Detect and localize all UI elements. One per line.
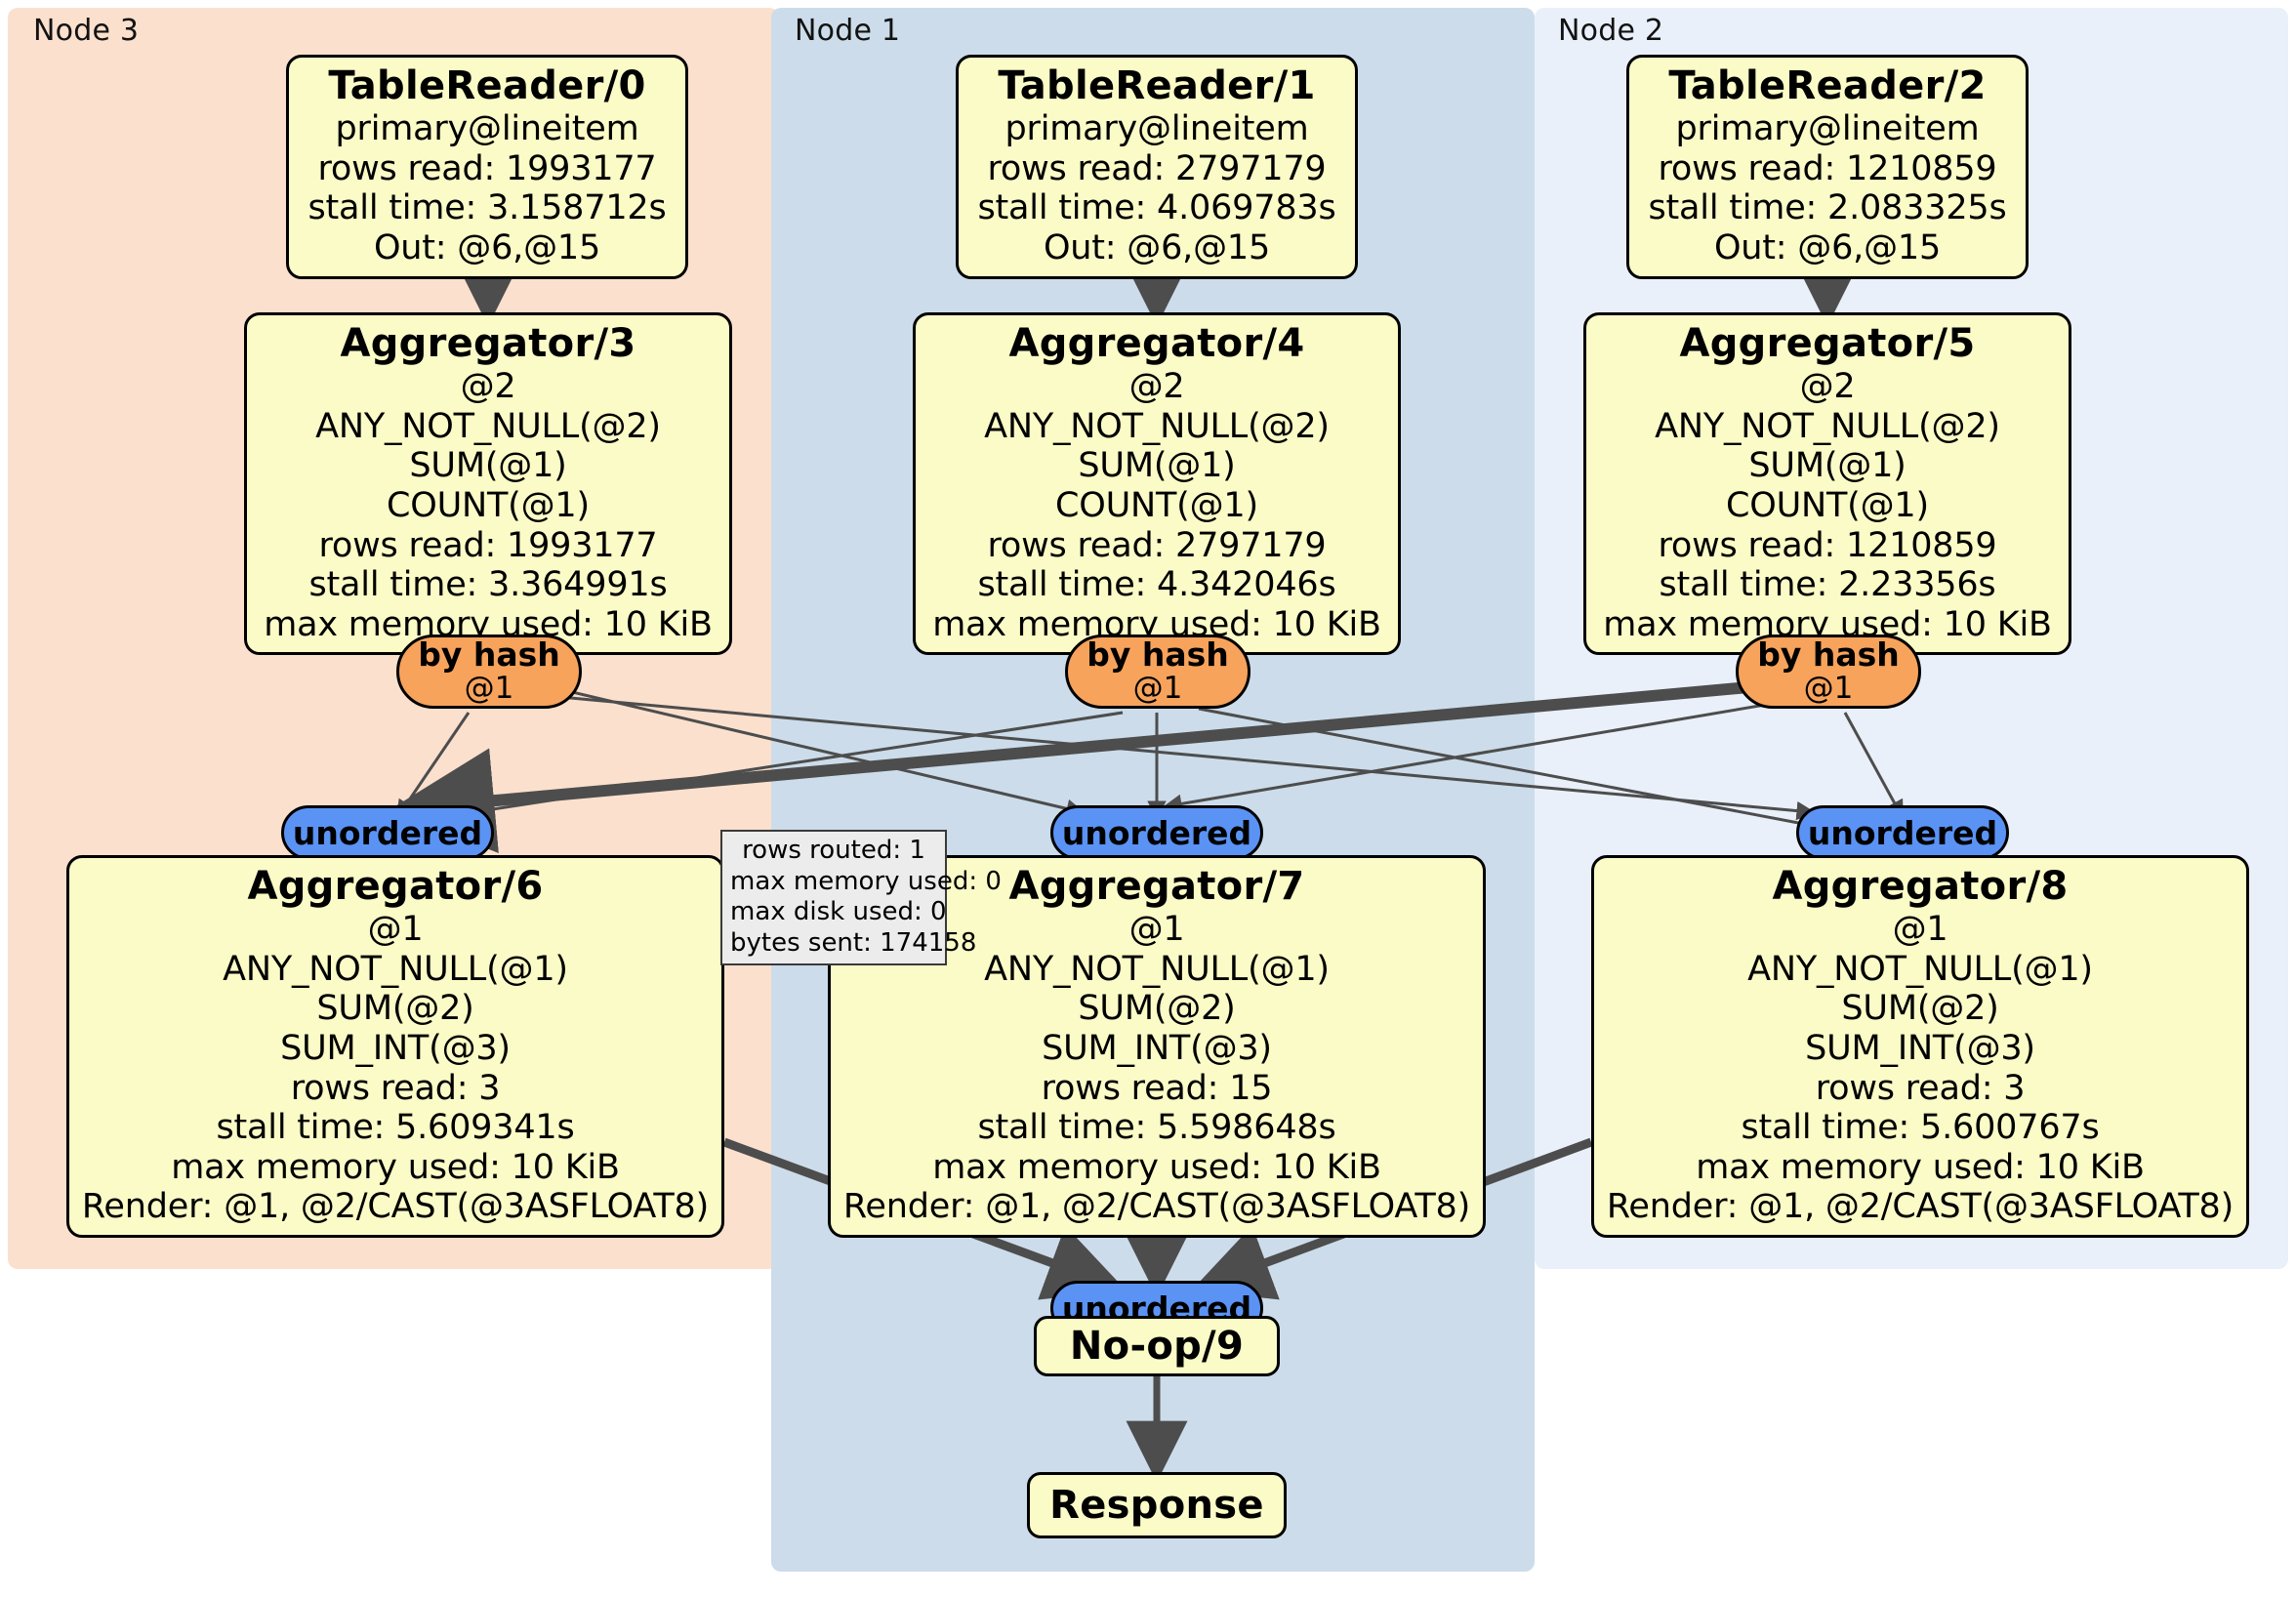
tooltip-line: bytes sent: 174158 xyxy=(730,928,977,959)
node-detail-line: Render: @1, @2/CAST(@3ASFLOAT8) xyxy=(842,1187,1471,1227)
node-aggregator-4[interactable]: Aggregator/4 @2 ANY_NOT_NULL(@2) SUM(@1)… xyxy=(913,312,1401,656)
node-detail-line: primary@lineitem xyxy=(335,109,639,149)
node-detail-line: COUNT(@1) xyxy=(1726,485,1929,525)
node-detail-line: SUM(@2) xyxy=(1841,989,1999,1029)
node-detail-line: ANY_NOT_NULL(@2) xyxy=(315,406,661,446)
node-detail-line: @2 xyxy=(1799,367,1856,407)
node-detail-line: rows read: 3 xyxy=(290,1068,501,1108)
node-title: Response xyxy=(1049,1483,1264,1528)
stream-label: unordered xyxy=(1061,813,1252,852)
node-tablereader-0[interactable]: TableReader/0 primary@lineitem rows read… xyxy=(286,55,688,279)
node-detail-line: rows read: 15 xyxy=(1041,1068,1273,1108)
node-title: TableReader/1 xyxy=(998,63,1316,108)
node-detail-line: rows read: 1993177 xyxy=(318,525,658,565)
node-title: Aggregator/7 xyxy=(1008,864,1305,909)
node-detail-line: Render: @1, @2/CAST(@3ASFLOAT8) xyxy=(1606,1187,2234,1227)
node-detail-line: @2 xyxy=(460,367,516,407)
stream-label: unordered xyxy=(1807,813,1998,852)
stream-unordered-right[interactable]: unordered xyxy=(1796,805,2009,860)
router-by-hash-4[interactable]: by hash @1 xyxy=(1065,635,1250,709)
router-type-label: by hash xyxy=(418,635,560,675)
node-detail-line: ANY_NOT_NULL(@2) xyxy=(984,406,1330,446)
node-detail-line: rows read: 2797179 xyxy=(987,148,1327,188)
router-column-label: @1 xyxy=(464,671,514,707)
node-detail-line: SUM(@2) xyxy=(316,989,474,1029)
node-detail-line: stall time: 2.083325s xyxy=(1648,188,2007,228)
router-type-label: by hash xyxy=(1086,635,1229,675)
node-aggregator-3[interactable]: Aggregator/3 @2 ANY_NOT_NULL(@2) SUM(@1)… xyxy=(244,312,732,656)
node-detail-line: rows read: 1210859 xyxy=(1658,148,1997,188)
node-detail-line: SUM_INT(@3) xyxy=(1805,1028,2035,1068)
node-title: TableReader/2 xyxy=(1668,63,1987,108)
node-title: Aggregator/5 xyxy=(1679,321,1976,366)
node-title: Aggregator/8 xyxy=(1772,864,2069,909)
node-detail-line: COUNT(@1) xyxy=(1055,485,1258,525)
node-detail-line: stall time: 3.158712s xyxy=(308,188,667,228)
node-title: TableReader/0 xyxy=(328,63,646,108)
node-detail-line: Render: @1, @2/CAST(@3ASFLOAT8) xyxy=(81,1187,710,1227)
node-title: Aggregator/4 xyxy=(1008,321,1305,366)
node-detail-line: Out: @6,@15 xyxy=(373,227,601,267)
node-detail-line: rows read: 1210859 xyxy=(1658,525,1997,565)
node-detail-line: COUNT(@1) xyxy=(387,485,590,525)
node-detail-line: max memory used: 10 KiB xyxy=(1696,1147,2145,1187)
node-detail-line: primary@lineitem xyxy=(1004,109,1309,149)
node-detail-line: primary@lineitem xyxy=(1675,109,1980,149)
tooltip-line: max memory used: 0 xyxy=(730,866,1002,896)
router-by-hash-3[interactable]: by hash @1 xyxy=(396,635,582,709)
node-detail-line: SUM(@1) xyxy=(409,446,567,486)
node-detail-line: @1 xyxy=(367,910,424,950)
tooltip-line: rows routed: 1 xyxy=(742,836,925,865)
node-detail-line: @1 xyxy=(1892,910,1948,950)
node-detail-line: max memory used: 10 KiB xyxy=(932,1147,1381,1187)
node-panel-label-node3: Node 3 xyxy=(33,14,140,48)
node-detail-line: stall time: 3.364991s xyxy=(308,565,668,605)
node-detail-line: SUM(@1) xyxy=(1078,446,1236,486)
node-detail-line: rows read: 3 xyxy=(1815,1068,2026,1108)
node-detail-line: stall time: 5.600767s xyxy=(1741,1108,2100,1148)
node-detail-line: @2 xyxy=(1128,367,1185,407)
node-detail-line: ANY_NOT_NULL(@1) xyxy=(223,949,568,989)
node-detail-line: stall time: 5.609341s xyxy=(216,1108,575,1148)
node-title: No-op/9 xyxy=(1069,1324,1245,1369)
tooltip-line: max disk used: 0 xyxy=(730,897,947,927)
router-by-hash-5[interactable]: by hash @1 xyxy=(1736,635,1921,709)
node-panel-label-node2: Node 2 xyxy=(1558,14,1664,48)
node-detail-line: SUM(@2) xyxy=(1078,989,1236,1029)
node-detail-line: rows read: 1993177 xyxy=(317,148,657,188)
node-detail-line: stall time: 4.342046s xyxy=(977,565,1336,605)
node-detail-line: ANY_NOT_NULL(@1) xyxy=(1747,949,2093,989)
node-tablereader-2[interactable]: TableReader/2 primary@lineitem rows read… xyxy=(1626,55,2029,279)
node-detail-line: Out: @6,@15 xyxy=(1713,227,1942,267)
node-aggregator-8[interactable]: Aggregator/8 @1 ANY_NOT_NULL(@1) SUM(@2)… xyxy=(1591,855,2249,1238)
node-detail-line: SUM(@1) xyxy=(1748,446,1906,486)
node-noop-9[interactable]: No-op/9 xyxy=(1034,1316,1280,1376)
node-detail-line: Out: @6,@15 xyxy=(1043,227,1271,267)
node-detail-line: stall time: 4.069783s xyxy=(977,188,1336,228)
node-detail-line: SUM_INT(@3) xyxy=(280,1028,511,1068)
router-type-label: by hash xyxy=(1757,635,1900,675)
stream-label: unordered xyxy=(292,813,483,852)
node-aggregator-6[interactable]: Aggregator/6 @1 ANY_NOT_NULL(@1) SUM(@2)… xyxy=(66,855,724,1238)
node-detail-line: rows read: 2797179 xyxy=(987,525,1327,565)
node-detail-line: stall time: 2.23356s xyxy=(1659,565,1996,605)
node-response[interactable]: Response xyxy=(1027,1472,1287,1538)
node-title: Aggregator/6 xyxy=(247,864,544,909)
node-detail-line: SUM_INT(@3) xyxy=(1042,1028,1272,1068)
node-aggregator-7[interactable]: Aggregator/7 @1 ANY_NOT_NULL(@1) SUM(@2)… xyxy=(828,855,1486,1238)
node-detail-line: stall time: 5.598648s xyxy=(977,1108,1336,1148)
node-detail-line: ANY_NOT_NULL(@2) xyxy=(1655,406,2000,446)
node-detail-line: @1 xyxy=(1128,910,1185,950)
router-column-label: @1 xyxy=(1803,671,1854,707)
node-aggregator-5[interactable]: Aggregator/5 @2 ANY_NOT_NULL(@2) SUM(@1)… xyxy=(1583,312,2071,656)
router-column-label: @1 xyxy=(1132,671,1183,707)
node-title: Aggregator/3 xyxy=(340,321,636,366)
node-tablereader-1[interactable]: TableReader/1 primary@lineitem rows read… xyxy=(956,55,1358,279)
stream-stats-tooltip: rows routed: 1 max memory used: 0 max di… xyxy=(720,830,1002,965)
node-detail-line: max memory used: 10 KiB xyxy=(171,1147,620,1187)
node-detail-line: ANY_NOT_NULL(@1) xyxy=(984,949,1330,989)
stream-unordered-left[interactable]: unordered xyxy=(281,805,494,860)
stream-unordered-mid[interactable]: unordered xyxy=(1050,805,1263,860)
node-panel-label-node1: Node 1 xyxy=(795,14,901,48)
